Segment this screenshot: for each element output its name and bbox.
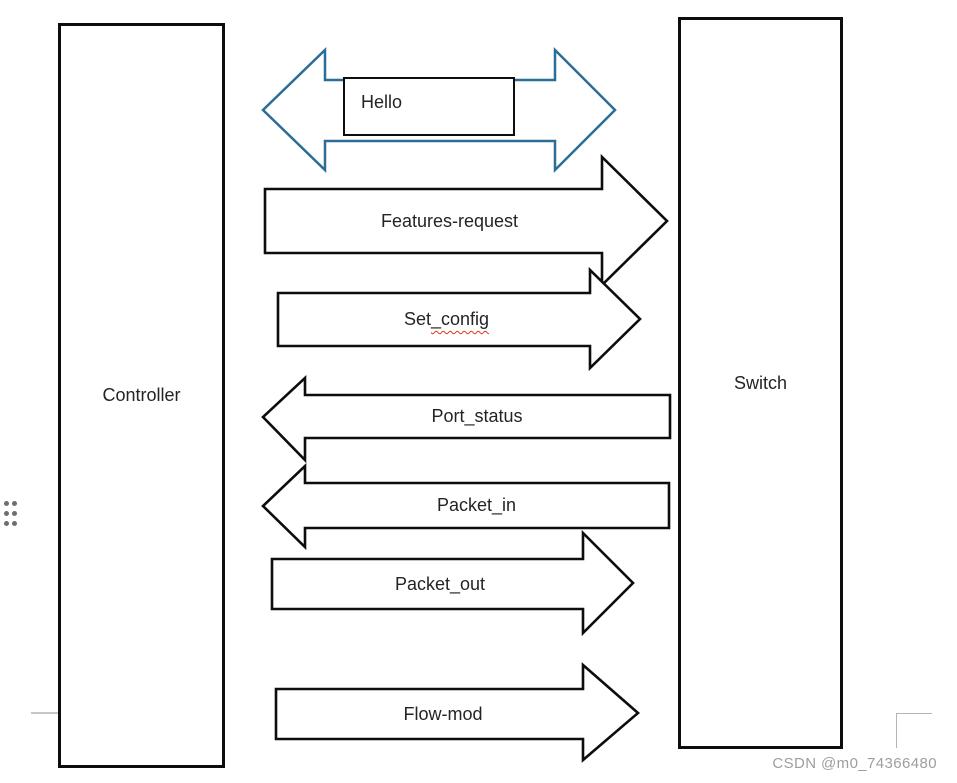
drag-handle-dot [12, 501, 17, 506]
hello-label: Hello [361, 91, 403, 112]
set-config-arrow-shape [276, 266, 642, 372]
drag-handle-dot [12, 521, 17, 526]
controller-label: Controller [102, 385, 181, 405]
features-request-arrow-shape [263, 153, 669, 289]
crop-mark-corner [896, 713, 932, 748]
flow-mod-arrow-shape [274, 662, 640, 763]
drag-handle-dot [4, 501, 9, 506]
drag-handle-dot [12, 511, 17, 516]
switch-label: Switch [733, 372, 787, 393]
port-status-arrow-shape [261, 375, 672, 464]
switch-node: Switch [678, 17, 843, 749]
drag-handle-dot [4, 511, 9, 516]
crop-mark-left [31, 712, 58, 714]
drag-handle-icon[interactable] [4, 501, 17, 526]
packet-in-arrow-shape [261, 462, 671, 551]
packet-out-arrow-shape [270, 529, 635, 637]
hello-label-box: Hello [343, 77, 515, 136]
watermark-text: CSDN @m0_74366480 [772, 755, 937, 772]
controller-node: Controller [58, 23, 225, 768]
drag-handle-dot [4, 521, 9, 526]
